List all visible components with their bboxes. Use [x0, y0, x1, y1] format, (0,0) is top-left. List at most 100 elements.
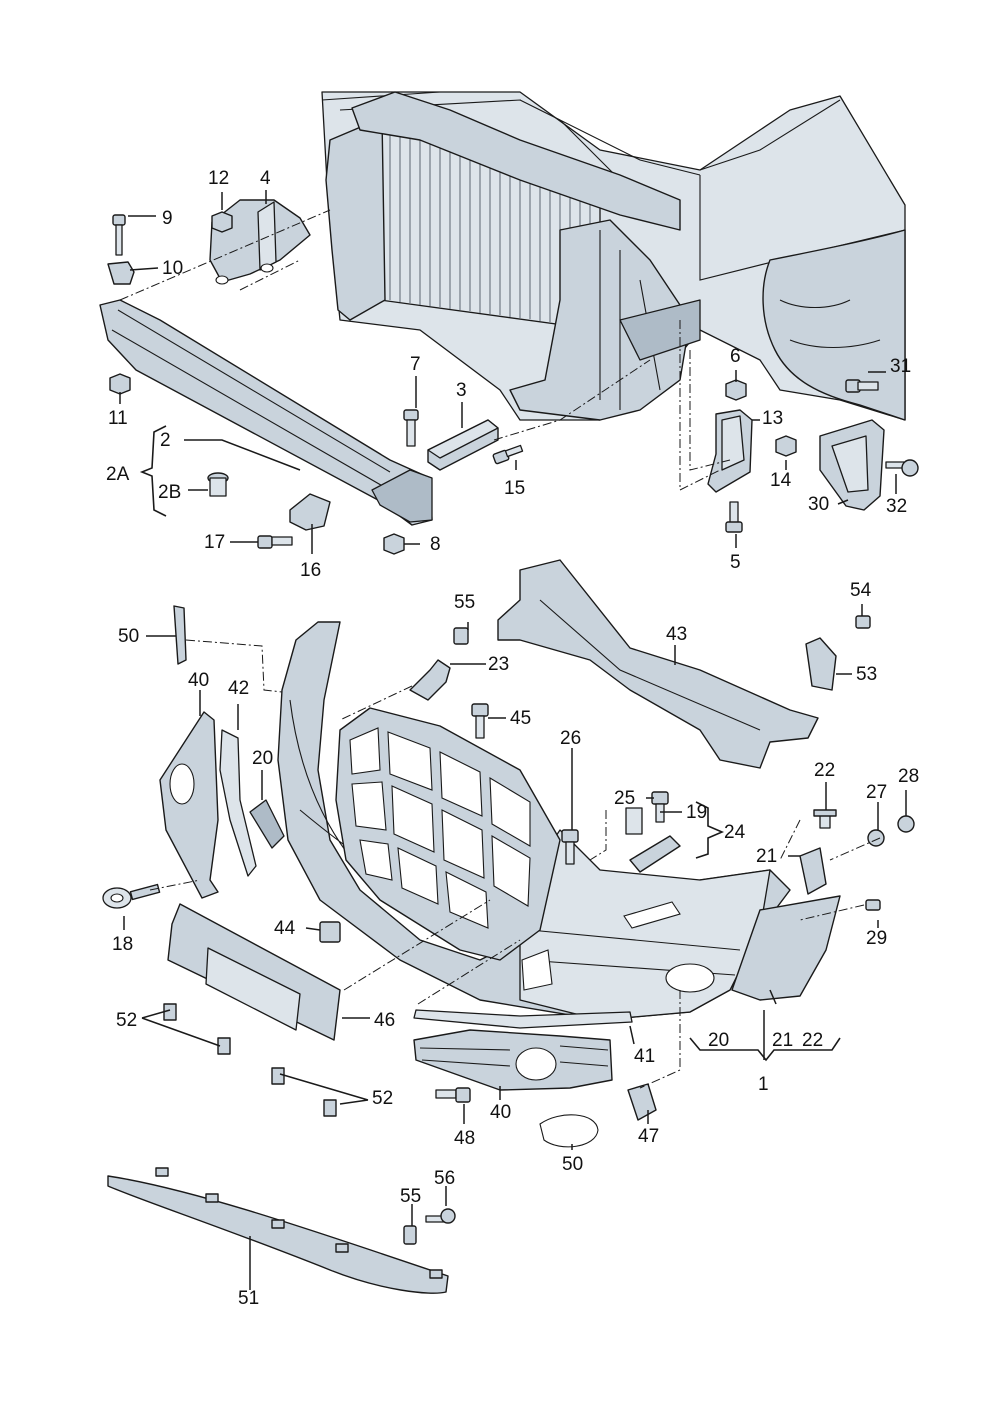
label-43: 43	[666, 624, 687, 645]
clip-22	[813, 809, 837, 829]
screw-29	[865, 899, 881, 911]
label-22-brace: 22	[802, 1030, 823, 1051]
label-30: 30	[808, 494, 829, 515]
bracket-24	[629, 835, 681, 873]
crash-box-bracket	[209, 199, 311, 285]
label-2B: 2B	[158, 482, 181, 503]
cover-50-bottom	[539, 1114, 599, 1148]
bracket-16	[289, 493, 331, 531]
label-5: 5	[730, 552, 741, 573]
bracket-47	[627, 1083, 657, 1121]
label-18: 18	[112, 934, 133, 955]
label-52-top: 52	[116, 1010, 137, 1031]
nut-8	[383, 533, 405, 555]
label-50-top: 50	[118, 626, 139, 647]
screw-56	[425, 1208, 456, 1224]
label-3: 3	[456, 380, 467, 401]
clip-50-top	[173, 605, 187, 665]
label-17: 17	[204, 532, 225, 553]
label-24: 24	[724, 822, 746, 843]
trim-strip-41	[413, 1009, 633, 1029]
clips-52	[163, 1003, 337, 1117]
label-40-left: 40	[188, 670, 209, 691]
clip-10	[107, 261, 135, 285]
label-23: 23	[488, 654, 509, 675]
bracket-13	[707, 409, 753, 493]
label-53: 53	[856, 664, 877, 685]
clip-28	[897, 815, 915, 833]
label-50-bottom: 50	[562, 1154, 583, 1175]
cover-20-left	[249, 799, 285, 849]
label-52-bottom: 52	[372, 1088, 393, 1109]
bolt-48	[435, 1087, 471, 1103]
assembly-lines	[119, 209, 881, 1089]
bolt-5	[725, 501, 743, 533]
label-48: 48	[454, 1128, 475, 1149]
callout-labels: 1 2 2A 2B 3 4 5 6 7 8 9 10 11 12 13 14 1…	[106, 168, 919, 1309]
trim-42	[219, 729, 257, 877]
label-51: 51	[238, 1288, 259, 1309]
control-unit-3	[427, 419, 499, 471]
clip-27	[867, 829, 885, 847]
label-40-bottom: 40	[490, 1102, 511, 1123]
label-28: 28	[898, 766, 919, 787]
clip-55-bottom	[403, 1225, 417, 1245]
impact-bar	[99, 299, 433, 526]
fog-grille-40	[413, 1029, 613, 1091]
label-8: 8	[430, 534, 441, 555]
bolt-17	[257, 535, 293, 549]
bracket-23	[409, 659, 451, 701]
energy-absorber-43	[497, 559, 819, 769]
label-20-left: 20	[252, 748, 273, 769]
label-29: 29	[866, 928, 887, 949]
label-21-brace: 21	[772, 1030, 793, 1051]
label-20-brace: 20	[708, 1030, 729, 1051]
label-14: 14	[770, 470, 792, 491]
label-21-right: 21	[756, 846, 777, 867]
label-45: 45	[510, 708, 531, 729]
clip-44	[319, 921, 341, 943]
license-plate-bracket-46	[167, 903, 341, 1041]
bumper-side-trim	[731, 895, 841, 1001]
bumper-cover-1	[277, 621, 791, 1021]
label-10: 10	[162, 258, 183, 279]
label-15: 15	[504, 478, 525, 499]
label-25: 25	[614, 788, 635, 809]
label-32: 32	[886, 496, 907, 517]
label-1: 1	[758, 1074, 769, 1095]
label-31: 31	[890, 356, 911, 377]
bolt-7	[403, 409, 419, 447]
label-11: 11	[108, 408, 128, 429]
nut-6	[725, 379, 747, 401]
label-6: 6	[730, 346, 741, 367]
label-55-top: 55	[454, 592, 475, 613]
bracket-21-right	[799, 847, 827, 895]
bracket-30	[819, 419, 885, 511]
nut-11	[109, 373, 131, 395]
label-44: 44	[274, 918, 296, 939]
screw-31	[845, 379, 879, 393]
label-4: 4	[260, 168, 271, 189]
spoiler-51	[107, 1167, 449, 1294]
vehicle-body-front-structure	[321, 91, 906, 421]
label-19: 19	[686, 802, 707, 823]
bolt-9	[112, 214, 126, 256]
label-42: 42	[228, 678, 249, 699]
label-55-bottom: 55	[400, 1186, 421, 1207]
label-16: 16	[300, 560, 321, 581]
label-2A: 2A	[106, 464, 130, 485]
leader-lines	[119, 190, 907, 1290]
braces	[139, 425, 841, 1062]
screw-32	[885, 459, 919, 477]
label-27: 27	[866, 782, 887, 803]
label-9: 9	[162, 208, 173, 229]
radiator-grille	[335, 707, 561, 961]
label-13: 13	[762, 408, 783, 429]
label-2: 2	[160, 430, 171, 451]
bolt-45	[471, 703, 489, 739]
nut-12	[211, 211, 233, 233]
label-26: 26	[560, 728, 581, 749]
screw-15	[492, 444, 524, 465]
clip-19	[625, 807, 643, 835]
